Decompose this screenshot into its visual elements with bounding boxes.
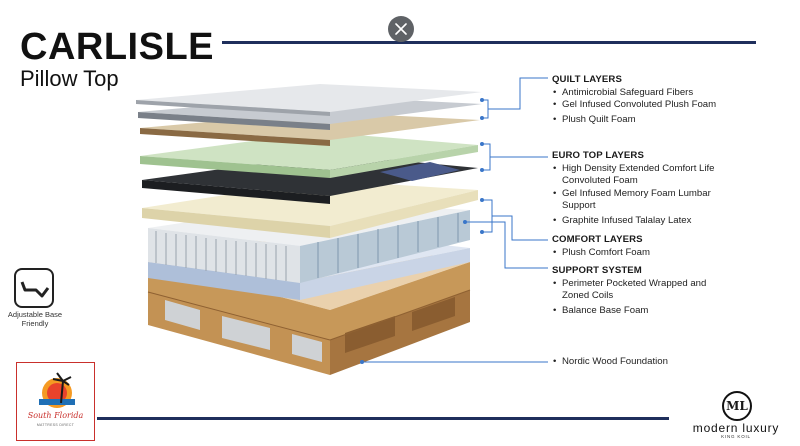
comfort-layers-heading: COMFORT LAYERS xyxy=(552,234,643,245)
list-item: Gel Infused Memory Foam Lumbar Support xyxy=(552,188,722,213)
euro-top-layers-heading: EURO TOP LAYERS xyxy=(552,150,644,161)
close-icon xyxy=(395,23,407,35)
list-item: Graphite Infused Talalay Latex xyxy=(552,215,722,228)
green-convoluted-foam-layer xyxy=(140,132,478,178)
foundation-section: Nordic Wood Foundation xyxy=(552,356,722,369)
close-button[interactable] xyxy=(388,16,414,42)
store-logo-name: South Florida xyxy=(27,411,84,420)
brand-monogram: ML xyxy=(722,391,752,421)
quilt-layers-section: QUILT LAYERS Antimicrobial Safeguard Fib… xyxy=(552,74,722,126)
adjustable-base-icon xyxy=(14,268,54,308)
support-system-section: SUPPORT SYSTEM Perimeter Pocketed Wrappe… xyxy=(552,265,722,317)
store-logo-tagline: MATTRESS DIRECT xyxy=(36,423,75,427)
bottom-divider xyxy=(97,417,669,420)
support-system-heading: SUPPORT SYSTEM xyxy=(552,265,642,276)
comfort-layers-section: COMFORT LAYERS Plush Comfort Foam xyxy=(552,234,722,259)
list-item: Nordic Wood Foundation xyxy=(552,356,722,369)
palm-sunset-icon xyxy=(39,372,75,408)
top-cover-layer xyxy=(136,84,482,116)
list-item: Balance Base Foam xyxy=(552,305,722,318)
adjustable-base-label: Adjustable Base Friendly xyxy=(7,310,63,328)
page-title: CARLISLE xyxy=(20,26,214,68)
list-item: Perimeter Pocketed Wrapped and Zoned Coi… xyxy=(552,278,722,303)
list-item: Gel Infused Convoluted Plush Foam xyxy=(552,99,722,112)
quilt-layers-heading: QUILT LAYERS xyxy=(552,74,622,85)
brand-name: modern luxury xyxy=(692,421,780,435)
top-divider xyxy=(222,41,756,44)
latex-layer xyxy=(142,180,478,238)
store-logo: South Florida MATTRESS DIRECT xyxy=(16,362,95,441)
callout-dots xyxy=(360,98,484,364)
euro-top-layers-section: EURO TOP LAYERS High Density Extended Co… xyxy=(552,150,722,227)
list-item: Plush Quilt Foam xyxy=(552,114,722,127)
brand-subname: KING KOIL xyxy=(721,434,751,439)
list-item: High Density Extended Comfort Life Convo… xyxy=(552,163,722,188)
callout-lines xyxy=(362,77,548,363)
list-item: Plush Comfort Foam xyxy=(552,247,722,260)
page-subtitle: Pillow Top xyxy=(20,66,119,91)
list-item: Antimicrobial Safeguard Fibers xyxy=(552,87,722,100)
